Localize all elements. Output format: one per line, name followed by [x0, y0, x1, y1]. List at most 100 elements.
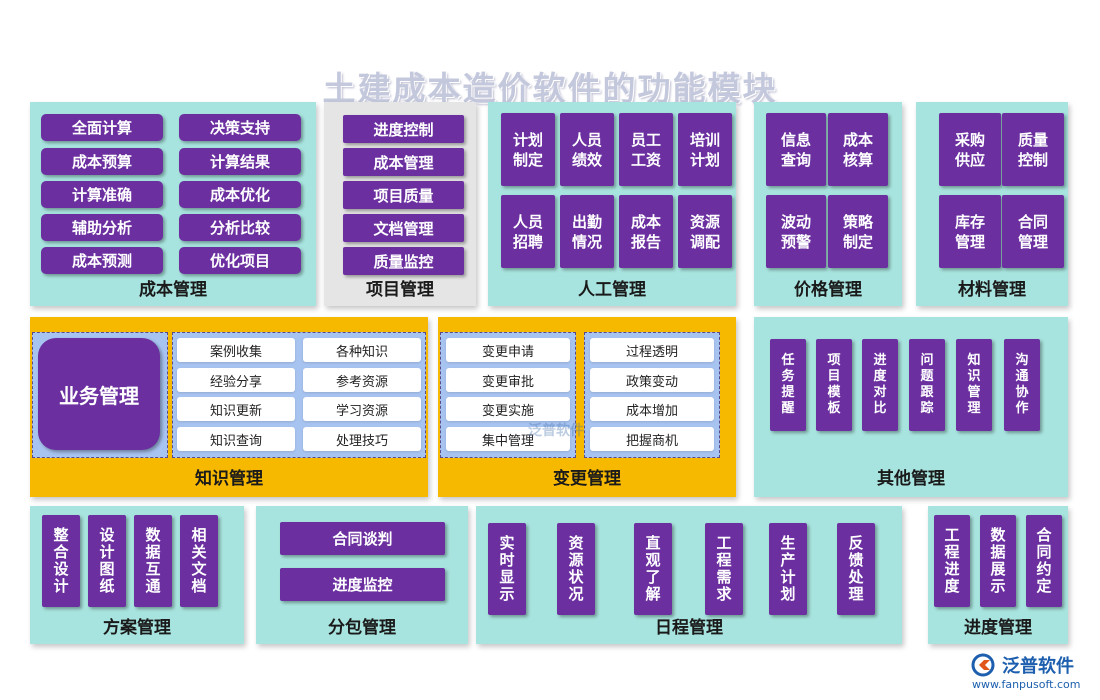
other-item: 知 识 管 理 [956, 339, 992, 431]
schedule-panel-label: 日程管理 [655, 618, 723, 638]
knowledge-item: 案例收集 [177, 338, 295, 362]
change-panel: 变更申请 变更审批 变更实施 集中管理 过程透明 政策变动 成本增加 把握商机 … [438, 317, 736, 497]
project-item: 进度控制 [343, 115, 464, 143]
fanpu-logo-icon [971, 653, 995, 677]
cost-item: 决策支持 [179, 114, 301, 141]
knowledge-item: 知识查询 [177, 427, 295, 451]
other-item: 项 目 模 板 [816, 339, 852, 431]
progress-panel: 工 程 进 度 数 据 展 示 合 同 约 定 进度管理 [928, 506, 1068, 644]
change-item: 政策变动 [590, 368, 714, 392]
plan-item: 相 关 文 档 [180, 515, 218, 607]
labor-item: 资源 调配 [678, 195, 732, 268]
schedule-item: 直 观 了 解 [634, 523, 672, 615]
project-item: 成本管理 [343, 148, 464, 176]
price-item: 信息 查询 [766, 113, 826, 186]
project-item: 项目质量 [343, 181, 464, 209]
price-panel: 信息 查询 成本 核算 波动 预警 策略 制定 价格管理 [754, 102, 902, 306]
labor-panel-label: 人工管理 [578, 280, 646, 300]
diagram-title: 土建成本造价软件的功能模块 [322, 69, 778, 108]
labor-panel: 计划 制定 人员 绩效 员工 工资 培训 计划 人员 招聘 出勤 情况 成本 报… [488, 102, 736, 306]
knowledge-panel-label: 知识管理 [195, 469, 263, 489]
change-item: 集中管理 [446, 427, 570, 451]
other-panel-label: 其他管理 [877, 469, 945, 489]
labor-item: 员工 工资 [619, 113, 673, 186]
knowledge-item: 经验分享 [177, 368, 295, 392]
knowledge-item: 学习资源 [303, 397, 421, 421]
cost-item: 全面计算 [41, 114, 163, 141]
progress-item: 工 程 进 度 [934, 515, 970, 607]
project-item: 质量监控 [343, 247, 464, 275]
schedule-item: 生 产 计 划 [769, 523, 807, 615]
project-item: 文档管理 [343, 214, 464, 242]
project-panel-label: 项目管理 [366, 280, 434, 300]
cost-item: 成本优化 [179, 181, 301, 208]
subcontract-item: 合同谈判 [280, 522, 445, 555]
logo-url: www.fanpusoft.com [972, 678, 1081, 691]
schedule-item: 实 时 显 示 [488, 523, 526, 615]
labor-item: 培训 计划 [678, 113, 732, 186]
business-box: 业务管理 [32, 332, 168, 458]
brand-logo: 泛普软件 www.fanpusoft.com [968, 652, 1096, 696]
knowledge-items-box: 案例收集 各种知识 经验分享 参考资源 知识更新 学习资源 知识查询 处理技巧 [172, 332, 426, 458]
labor-item: 计划 制定 [501, 113, 555, 186]
progress-item: 合 同 约 定 [1026, 515, 1062, 607]
material-item: 采购 供应 [939, 113, 1001, 186]
price-item: 成本 核算 [828, 113, 888, 186]
other-item: 沟 通 协 作 [1004, 339, 1040, 431]
progress-item: 数 据 展 示 [980, 515, 1016, 607]
price-panel-label: 价格管理 [794, 280, 862, 300]
cost-item: 分析比较 [179, 214, 301, 241]
knowledge-item: 处理技巧 [303, 427, 421, 451]
other-panel: 任 务 提 醒 项 目 模 板 进 度 对 比 问 题 跟 踪 知 识 管 理 … [754, 317, 1068, 497]
schedule-panel: 实 时 显 示 资 源 状 况 直 观 了 解 工 程 需 求 生 产 计 划 … [476, 506, 902, 644]
labor-item: 人员 招聘 [501, 195, 555, 268]
change-right-box: 过程透明 政策变动 成本增加 把握商机 [584, 332, 720, 458]
change-left-box: 变更申请 变更审批 变更实施 集中管理 [440, 332, 576, 458]
price-item: 波动 预警 [766, 195, 826, 268]
material-item: 质量 控制 [1002, 113, 1064, 186]
business-management-box: 业务管理 [38, 338, 160, 450]
schedule-item: 反 馈 处 理 [837, 523, 875, 615]
subcontract-panel: 合同谈判 进度监控 分包管理 [256, 506, 468, 644]
knowledge-item: 各种知识 [303, 338, 421, 362]
plan-panel: 整 合 设 计 设 计 图 纸 数 据 互 通 相 关 文 档 方案管理 [30, 506, 244, 644]
logo-text: 泛普软件 [1002, 656, 1074, 677]
labor-item: 人员 绩效 [560, 113, 614, 186]
other-item: 任 务 提 醒 [770, 339, 806, 431]
change-item: 成本增加 [590, 397, 714, 421]
material-panel: 采购 供应 质量 控制 库存 管理 合同 管理 材料管理 [916, 102, 1068, 306]
knowledge-item: 知识更新 [177, 397, 295, 421]
change-panel-label: 变更管理 [553, 469, 621, 489]
cost-item: 计算准确 [41, 181, 163, 208]
plan-panel-label: 方案管理 [103, 618, 171, 638]
cost-item: 成本预算 [41, 148, 163, 175]
change-item: 把握商机 [590, 427, 714, 451]
cost-item: 优化项目 [179, 247, 301, 274]
cost-item: 辅助分析 [41, 214, 163, 241]
other-item: 进 度 对 比 [862, 339, 898, 431]
cost-item: 成本预测 [41, 247, 163, 274]
plan-item: 整 合 设 计 [42, 515, 80, 607]
change-item: 变更审批 [446, 368, 570, 392]
knowledge-panel: 业务管理 案例收集 各种知识 经验分享 参考资源 知识更新 学习资源 知识查询 … [30, 317, 428, 497]
cost-item: 计算结果 [179, 148, 301, 175]
labor-item: 出勤 情况 [560, 195, 614, 268]
plan-item: 设 计 图 纸 [88, 515, 126, 607]
other-item: 问 题 跟 踪 [909, 339, 945, 431]
progress-panel-label: 进度管理 [964, 618, 1032, 638]
subcontract-item: 进度监控 [280, 568, 445, 601]
cost-panel-label: 成本管理 [139, 280, 207, 300]
material-panel-label: 材料管理 [958, 280, 1026, 300]
plan-item: 数 据 互 通 [134, 515, 172, 607]
watermark: 泛普软件 [528, 423, 584, 439]
material-item: 合同 管理 [1002, 195, 1064, 268]
change-item: 变更申请 [446, 338, 570, 362]
cost-panel: 全面计算 决策支持 成本预算 计算结果 计算准确 成本优化 辅助分析 分析比较 … [30, 102, 316, 306]
change-item: 变更实施 [446, 397, 570, 421]
knowledge-item: 参考资源 [303, 368, 421, 392]
schedule-item: 资 源 状 况 [557, 523, 595, 615]
subcontract-panel-label: 分包管理 [328, 618, 396, 638]
project-panel: 进度控制 成本管理 项目质量 文档管理 质量监控 项目管理 [324, 102, 476, 306]
price-item: 策略 制定 [828, 195, 888, 268]
material-item: 库存 管理 [939, 195, 1001, 268]
